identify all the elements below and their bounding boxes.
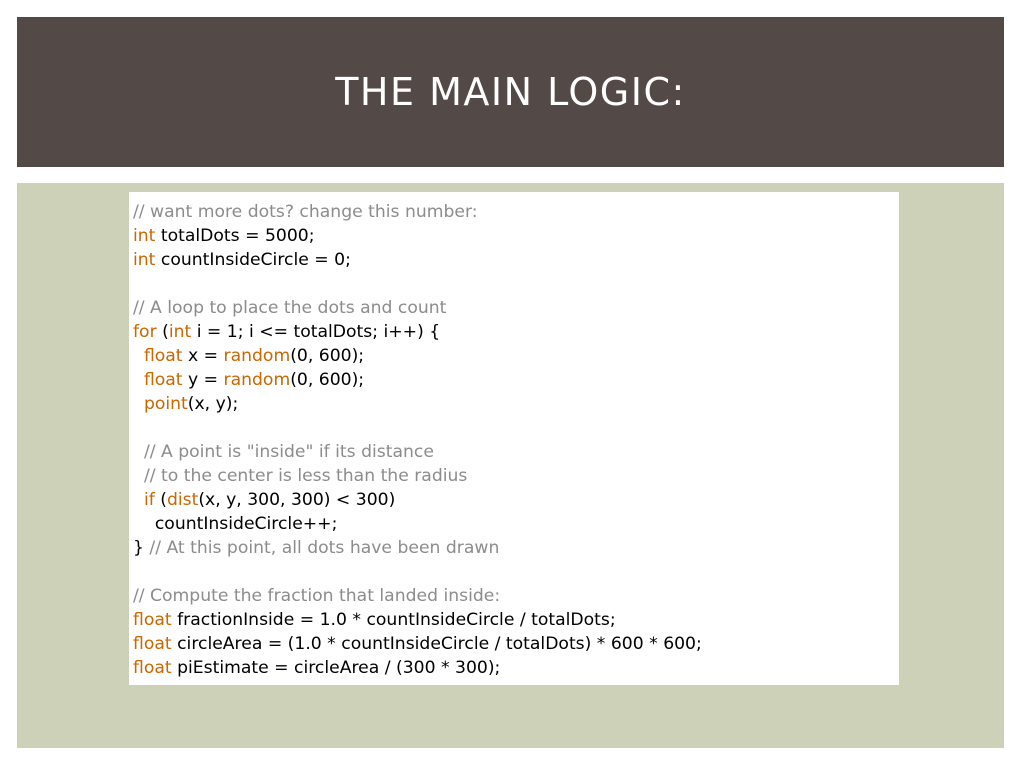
code-token-comment: // Compute the fraction that landed insi… (133, 586, 501, 606)
code-line: int totalDots = 5000; (133, 224, 702, 248)
code-token-plain: piEstimate = circleArea / (300 * 300); (171, 658, 501, 678)
code-token-keyword: float (133, 634, 172, 654)
code-line: for (int i = 1; i <= totalDots; i++) { (133, 320, 702, 344)
code-line: } // At this point, all dots have been d… (133, 536, 702, 560)
title-bar: THE MAIN LOGIC: (17, 17, 1004, 167)
code-line: float piEstimate = circleArea / (300 * 3… (133, 656, 702, 680)
code-token-keyword: int (133, 250, 156, 270)
code-line: float circleArea = (1.0 * countInsideCir… (133, 632, 702, 656)
code-line (133, 416, 702, 440)
code-line: // A point is "inside" if its distance (133, 440, 702, 464)
code-line: // Compute the fraction that landed insi… (133, 584, 702, 608)
code-token-keyword: int (133, 226, 156, 246)
code-line: countInsideCircle++; (133, 512, 702, 536)
code-line: if (dist(x, y, 300, 300) < 300) (133, 488, 702, 512)
code-token-func: point (143, 394, 188, 414)
slide-title: THE MAIN LOGIC: (335, 70, 686, 114)
code-token-plain: circleArea = (1.0 * countInsideCircle / … (171, 634, 702, 654)
code-line: int countInsideCircle = 0; (133, 248, 702, 272)
code-line: float y = random(0, 600); (133, 368, 702, 392)
code-line (133, 272, 702, 296)
code-token-plain: (0, 600); (290, 346, 365, 366)
code-token-plain (133, 490, 144, 510)
code-token-comment: // want more dots? change this number: (133, 202, 478, 222)
code-block: // want more dots? change this number:in… (129, 192, 899, 685)
code-token-keyword: float (133, 610, 172, 630)
code-token-plain: y = (182, 370, 224, 390)
code-token-comment: // A point is "inside" if its distance (143, 442, 434, 462)
code-token-plain (133, 394, 144, 414)
code-token-plain (133, 346, 144, 366)
code-token-plain: ( (156, 322, 169, 342)
code-token-plain (133, 370, 144, 390)
code-token-func: random (223, 370, 291, 390)
code-line: // to the center is less than the radius (133, 464, 702, 488)
code-token-plain (133, 442, 144, 462)
code-token-keyword: for (133, 322, 157, 342)
code-token-func: random (223, 346, 291, 366)
code-token-plain: i = 1; i <= totalDots; i++) { (191, 322, 441, 342)
code-token-keyword: if (143, 490, 155, 510)
code-token-plain: (x, y, 300, 300) < 300) (198, 490, 396, 510)
code-token-keyword: float (143, 346, 183, 366)
code-token-comment: // A loop to place the dots and count (133, 298, 447, 318)
code-token-plain: fractionInside = 1.0 * countInsideCircle… (171, 610, 616, 630)
code-token-plain: } (133, 538, 150, 558)
code-token-plain: (0, 600); (290, 370, 365, 390)
code-token-comment: // to the center is less than the radius (143, 466, 468, 486)
code-token-keyword: float (143, 370, 183, 390)
code-token-keyword: float (133, 658, 172, 678)
code-token-plain: countInsideCircle = 0; (155, 250, 351, 270)
code-line: float fractionInside = 1.0 * countInside… (133, 608, 702, 632)
code-line (133, 560, 702, 584)
code-token-plain: x = (182, 346, 224, 366)
code-token-keyword: int (168, 322, 192, 342)
code-line: // want more dots? change this number: (133, 200, 702, 224)
code-line: float x = random(0, 600); (133, 344, 702, 368)
code-line: point(x, y); (133, 392, 702, 416)
code-token-plain: (x, y); (187, 394, 239, 414)
code-token-comment: // At this point, all dots have been dra… (149, 538, 500, 558)
code-token-plain: ( (154, 490, 167, 510)
code-token-func: dist (166, 490, 199, 510)
content-area: // want more dots? change this number:in… (17, 183, 1004, 748)
code-token-plain: totalDots = 5000; (155, 226, 315, 246)
code-line: // A loop to place the dots and count (133, 296, 702, 320)
code-token-plain: countInsideCircle++; (133, 514, 338, 534)
code-token-plain (133, 466, 144, 486)
code-listing: // want more dots? change this number:in… (133, 200, 702, 680)
